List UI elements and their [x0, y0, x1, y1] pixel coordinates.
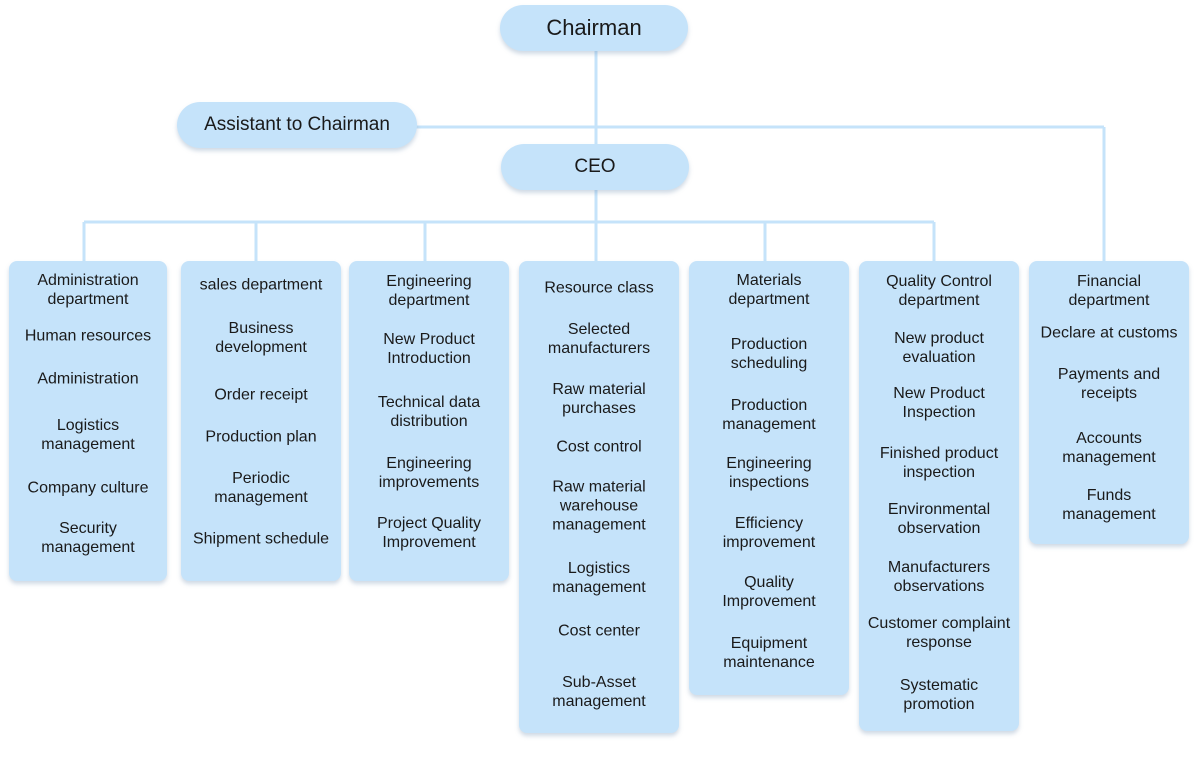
assistant-label: Assistant to Chairman — [204, 114, 390, 135]
ceo-label: CEO — [574, 156, 616, 177]
department-item: Cost center — [558, 622, 640, 640]
chairman-node: Chairman — [500, 5, 688, 51]
department-item: Shipment schedule — [192, 530, 330, 548]
department-item: Declare at customs — [1040, 324, 1178, 342]
department-title: Resource class — [544, 279, 654, 297]
department-item: Cost control — [556, 438, 642, 456]
department-item: Human resources — [24, 327, 152, 345]
assistant-node: Assistant to Chairman — [177, 102, 417, 148]
department-item: Company culture — [27, 479, 149, 497]
department-item: Administration — [37, 370, 139, 388]
department-item: Order receipt — [214, 386, 308, 404]
department-title: sales department — [199, 276, 323, 294]
ceo-node: CEO — [501, 144, 689, 190]
department-item: Production plan — [205, 428, 317, 446]
chairman-label: Chairman — [546, 15, 642, 40]
